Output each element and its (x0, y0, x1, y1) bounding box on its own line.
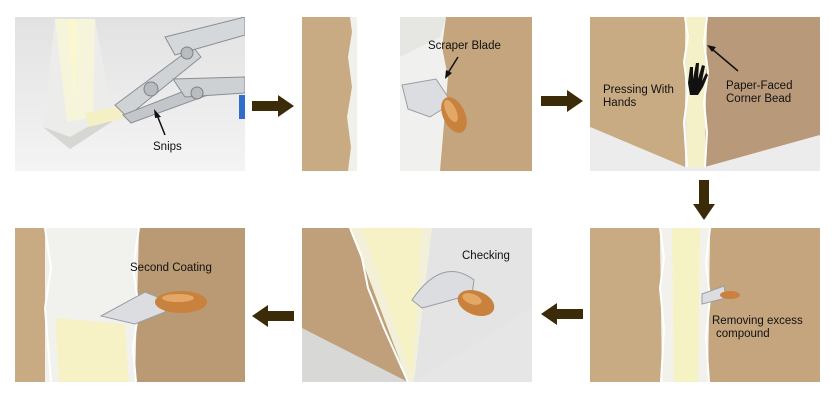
wooden-handle-icon (720, 291, 740, 299)
hand-icon (688, 63, 708, 95)
pressing-label-line1: Pressing With (603, 84, 674, 96)
snips-tool-icon (114, 17, 245, 124)
step-panel-snips: Snips (15, 17, 245, 171)
step-panel-wall (302, 17, 357, 171)
arrow-left-icon (541, 303, 583, 325)
removing-label-line1: Removing excess (712, 315, 803, 327)
snips-label: Snips (153, 141, 182, 153)
step-panel-second-coating: Second Coating (15, 228, 245, 382)
step-panel-checking: Checking (302, 228, 532, 382)
removing-label-line2: compound (716, 328, 770, 340)
step-panel-removing-excess: Removing excess compound (590, 228, 820, 382)
step-panel-corner-bead: Pressing With Hands Paper-Faced Corner B… (590, 17, 820, 171)
step-panel-scraper-blade: Scraper Blade (400, 17, 532, 171)
arrow-down-icon (693, 180, 715, 220)
arrow-right-icon (252, 95, 294, 117)
pressing-label-line2: Hands (603, 97, 637, 109)
corner-bead-label-line2: Corner Bead (726, 93, 792, 105)
second-coating-label: Second Coating (130, 262, 212, 274)
wooden-handle-icon (457, 289, 495, 317)
arrow-right-icon (541, 90, 583, 112)
corner-bead-label-line1: Paper-Faced (726, 80, 793, 92)
arrow-left-icon (252, 305, 294, 327)
checking-label: Checking (462, 250, 510, 262)
wooden-handle-icon (441, 97, 467, 133)
wooden-handle-icon (155, 291, 207, 313)
scraper-blade-label: Scraper Blade (428, 40, 501, 52)
